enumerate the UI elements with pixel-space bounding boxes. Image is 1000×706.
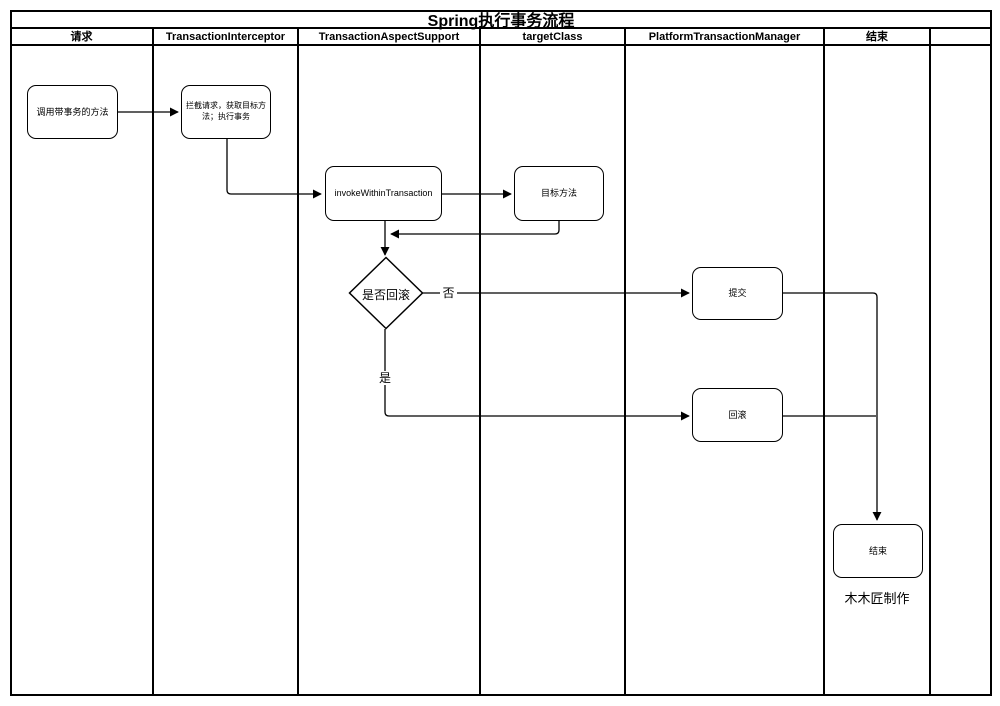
- edge-label-yes: 是: [377, 371, 393, 385]
- lane-divider-3: [479, 29, 481, 696]
- diagram-title: Spring执行事务流程: [427, 12, 575, 30]
- node-end: 结束: [833, 524, 923, 578]
- lane-header-platform-transaction-manager: PlatformTransactionManager: [648, 31, 801, 43]
- lane-divider-1: [152, 29, 154, 696]
- lane-divider-4: [624, 29, 626, 696]
- lane-header-end: 结束: [866, 31, 888, 43]
- node-rollback: 回滚: [692, 388, 783, 442]
- edge-label-no: 否: [440, 286, 457, 300]
- node-call-method: 调用带事务的方法: [27, 85, 118, 139]
- lane-header-request: 请求: [70, 31, 93, 43]
- node-intercept-request: 拦截请求，获取目标方法；执行事务: [181, 85, 271, 139]
- title-row: Spring执行事务流程: [10, 10, 992, 30]
- lane-divider-2: [297, 29, 299, 696]
- node-commit: 提交: [692, 267, 783, 320]
- credit-text: 木木匠制作: [844, 591, 910, 606]
- lane-header-transaction-interceptor: TransactionInterceptor: [165, 31, 286, 43]
- node-target-method: 目标方法: [514, 166, 604, 221]
- lane-header-empty: [930, 29, 992, 46]
- lane-header-transaction-aspect-support: TransactionAspectSupport: [318, 31, 460, 43]
- lane-header-target-class: targetClass: [522, 31, 583, 43]
- node-rollback-decision-label: 是否回滚: [361, 288, 410, 302]
- node-invoke-within-transaction: invokeWithinTransaction: [325, 166, 442, 221]
- diagram-frame: [10, 10, 992, 696]
- lane-header-row: [10, 29, 992, 46]
- lane-divider-6: [929, 29, 931, 696]
